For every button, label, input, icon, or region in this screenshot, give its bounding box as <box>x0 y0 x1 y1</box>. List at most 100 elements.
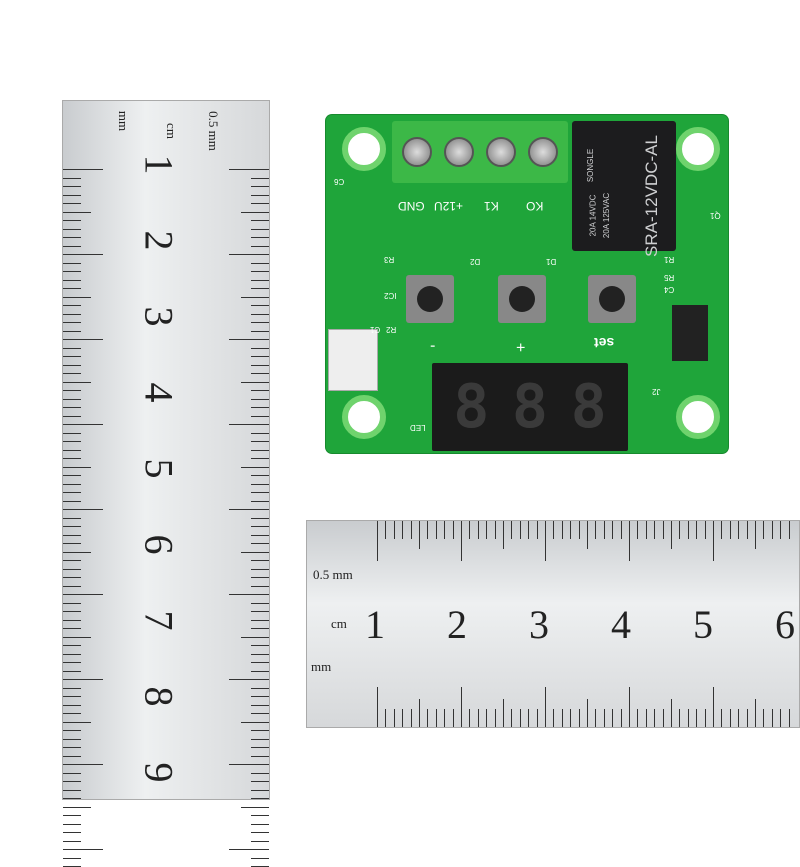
minus-button[interactable] <box>406 275 454 323</box>
relay-model: SRA-12VDC-AL <box>642 135 661 257</box>
ruler-tick <box>63 636 91 638</box>
ruler-tick <box>63 288 81 289</box>
ruler-number: 1 <box>136 154 182 175</box>
sensor-connector <box>328 329 378 391</box>
ruler-tick <box>410 709 412 727</box>
ruler-tick <box>63 840 81 842</box>
ruler-unit-label: cm <box>331 616 347 631</box>
ruler-number: 6 <box>775 602 795 647</box>
ruler-tick <box>63 356 81 357</box>
ruler-tick <box>251 228 269 230</box>
ruler-tick <box>63 645 81 646</box>
ruler-number: 2 <box>447 602 467 647</box>
ruler-tick <box>721 709 723 727</box>
ruler-tick <box>645 521 647 539</box>
ruler-tick <box>251 356 269 357</box>
ruler-tick <box>788 709 790 727</box>
ruler-tick <box>63 271 81 272</box>
ruler-tick <box>763 521 765 539</box>
ruler-tick <box>251 262 269 264</box>
ruler-tick <box>251 177 269 179</box>
ruler-tick <box>645 709 647 727</box>
ruler-tick <box>377 521 378 561</box>
terminal-label: KO <box>526 199 544 213</box>
ruler-tick <box>229 254 269 255</box>
ruler-tick <box>63 509 103 510</box>
ruler-tick <box>755 699 756 727</box>
ruler-tick <box>63 551 91 553</box>
ruler-tick <box>494 521 496 539</box>
ruler-tick <box>63 857 81 859</box>
ruler-tick <box>63 398 81 400</box>
ruler-tick <box>251 194 269 196</box>
display-digit: 8 <box>570 372 607 442</box>
ruler-tick <box>503 699 504 727</box>
ruler-tick <box>63 755 81 757</box>
ruler-unit-label: 0.5 mm <box>313 567 353 582</box>
component-label: IC2 <box>384 291 397 300</box>
ruler-tick <box>251 483 269 485</box>
ruler-tick <box>461 521 462 561</box>
ruler-tick <box>251 432 269 434</box>
set-label: set <box>594 335 615 351</box>
ruler-tick <box>251 492 269 493</box>
ruler-tick <box>251 704 269 706</box>
ruler-tick <box>427 521 429 539</box>
ruler-tick <box>251 237 269 238</box>
ruler-tick <box>251 662 269 663</box>
ruler-tick <box>251 279 269 281</box>
ruler-tick <box>251 543 269 544</box>
ruler-tick <box>553 521 555 539</box>
ruler-tick <box>63 730 81 731</box>
ruler-tick <box>251 687 269 689</box>
relay-rating: 20A 125VAC <box>602 192 612 239</box>
ruler-tick <box>713 521 714 561</box>
ruler-tick <box>63 696 81 697</box>
ruler-tick <box>63 228 81 230</box>
ruler-tick <box>63 296 91 298</box>
ruler-unit-label: mm <box>116 110 132 132</box>
ruler-tick <box>251 577 269 578</box>
component-label: R1 <box>664 255 675 264</box>
ruler-unit-label: 0.5 mm <box>205 111 221 151</box>
ruler-tick <box>251 271 269 272</box>
ruler-tick <box>435 709 437 727</box>
screw <box>402 137 432 167</box>
ruler-tick <box>251 500 269 502</box>
ruler-tick <box>477 521 479 539</box>
ruler-number: 1 <box>365 602 385 647</box>
ruler-tick <box>251 789 269 791</box>
ruler-tick <box>587 699 588 727</box>
ruler-tick <box>746 521 748 539</box>
ruler-tick <box>427 709 429 727</box>
component-label: R5 <box>664 273 675 282</box>
ruler-tick <box>251 611 269 612</box>
ruler-tick <box>63 704 81 706</box>
ruler-tick <box>486 521 488 539</box>
ruler-tick <box>63 815 81 816</box>
ruler-tick <box>63 560 81 561</box>
set-button[interactable] <box>588 275 636 323</box>
ruler-tick <box>771 709 773 727</box>
mounting-hole <box>676 395 720 439</box>
ruler-tick <box>704 709 706 727</box>
component-label: LED <box>410 423 426 432</box>
ruler-tick <box>503 521 504 549</box>
plus-button[interactable] <box>498 275 546 323</box>
mounting-hole <box>342 127 386 171</box>
ruler-tick <box>63 679 103 680</box>
ruler-tick <box>63 483 81 485</box>
ruler-tick <box>63 738 81 740</box>
ruler-tick <box>251 475 269 476</box>
ruler-tick <box>63 823 81 825</box>
ruler-tick <box>251 823 269 825</box>
ruler-tick <box>545 521 546 561</box>
ruler-tick <box>402 709 404 727</box>
ruler-tick <box>595 521 597 539</box>
ruler-tick <box>229 849 269 850</box>
ruler-tick <box>63 585 81 587</box>
ruler-tick <box>251 713 269 714</box>
ruler-tick <box>63 237 81 238</box>
ruler-tick <box>771 521 773 539</box>
